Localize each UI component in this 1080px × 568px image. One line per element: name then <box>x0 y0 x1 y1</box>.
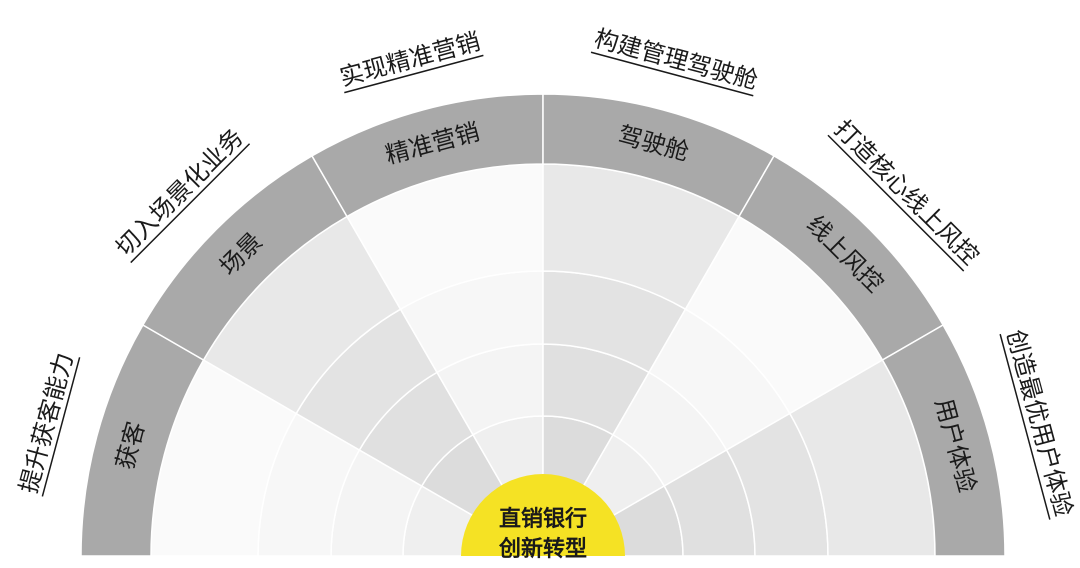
outer-label-2: 实现精准营销 <box>337 27 484 94</box>
outer-label-underline-4 <box>827 134 965 272</box>
outer-label-underline-1 <box>130 143 251 264</box>
sector-5-band <box>881 323 1006 557</box>
outer-label-5: 创造最优用户体验 <box>999 327 1078 520</box>
center-title-line2: 创新转型 <box>498 536 587 562</box>
center-hub: 直销银行 创新转型 <box>461 474 625 562</box>
outer-label-text-5: 创造最优用户体验 <box>1001 327 1078 520</box>
center-title-line1: 直销银行 <box>499 506 587 532</box>
outer-label-underline-5 <box>999 333 1051 520</box>
outer-label-underline-2 <box>344 54 484 94</box>
outer-label-text-2: 实现精准营销 <box>337 27 483 91</box>
outer-label-3: 构建管理驾驶舱 <box>590 24 761 97</box>
center-hub-circle <box>461 474 625 556</box>
outer-label-underline-3 <box>590 51 754 97</box>
outer-label-text-0: 提升获客能力 <box>14 350 78 496</box>
outer-label-0: 提升获客能力 <box>14 350 81 497</box>
outer-label-underline-0 <box>41 357 81 497</box>
